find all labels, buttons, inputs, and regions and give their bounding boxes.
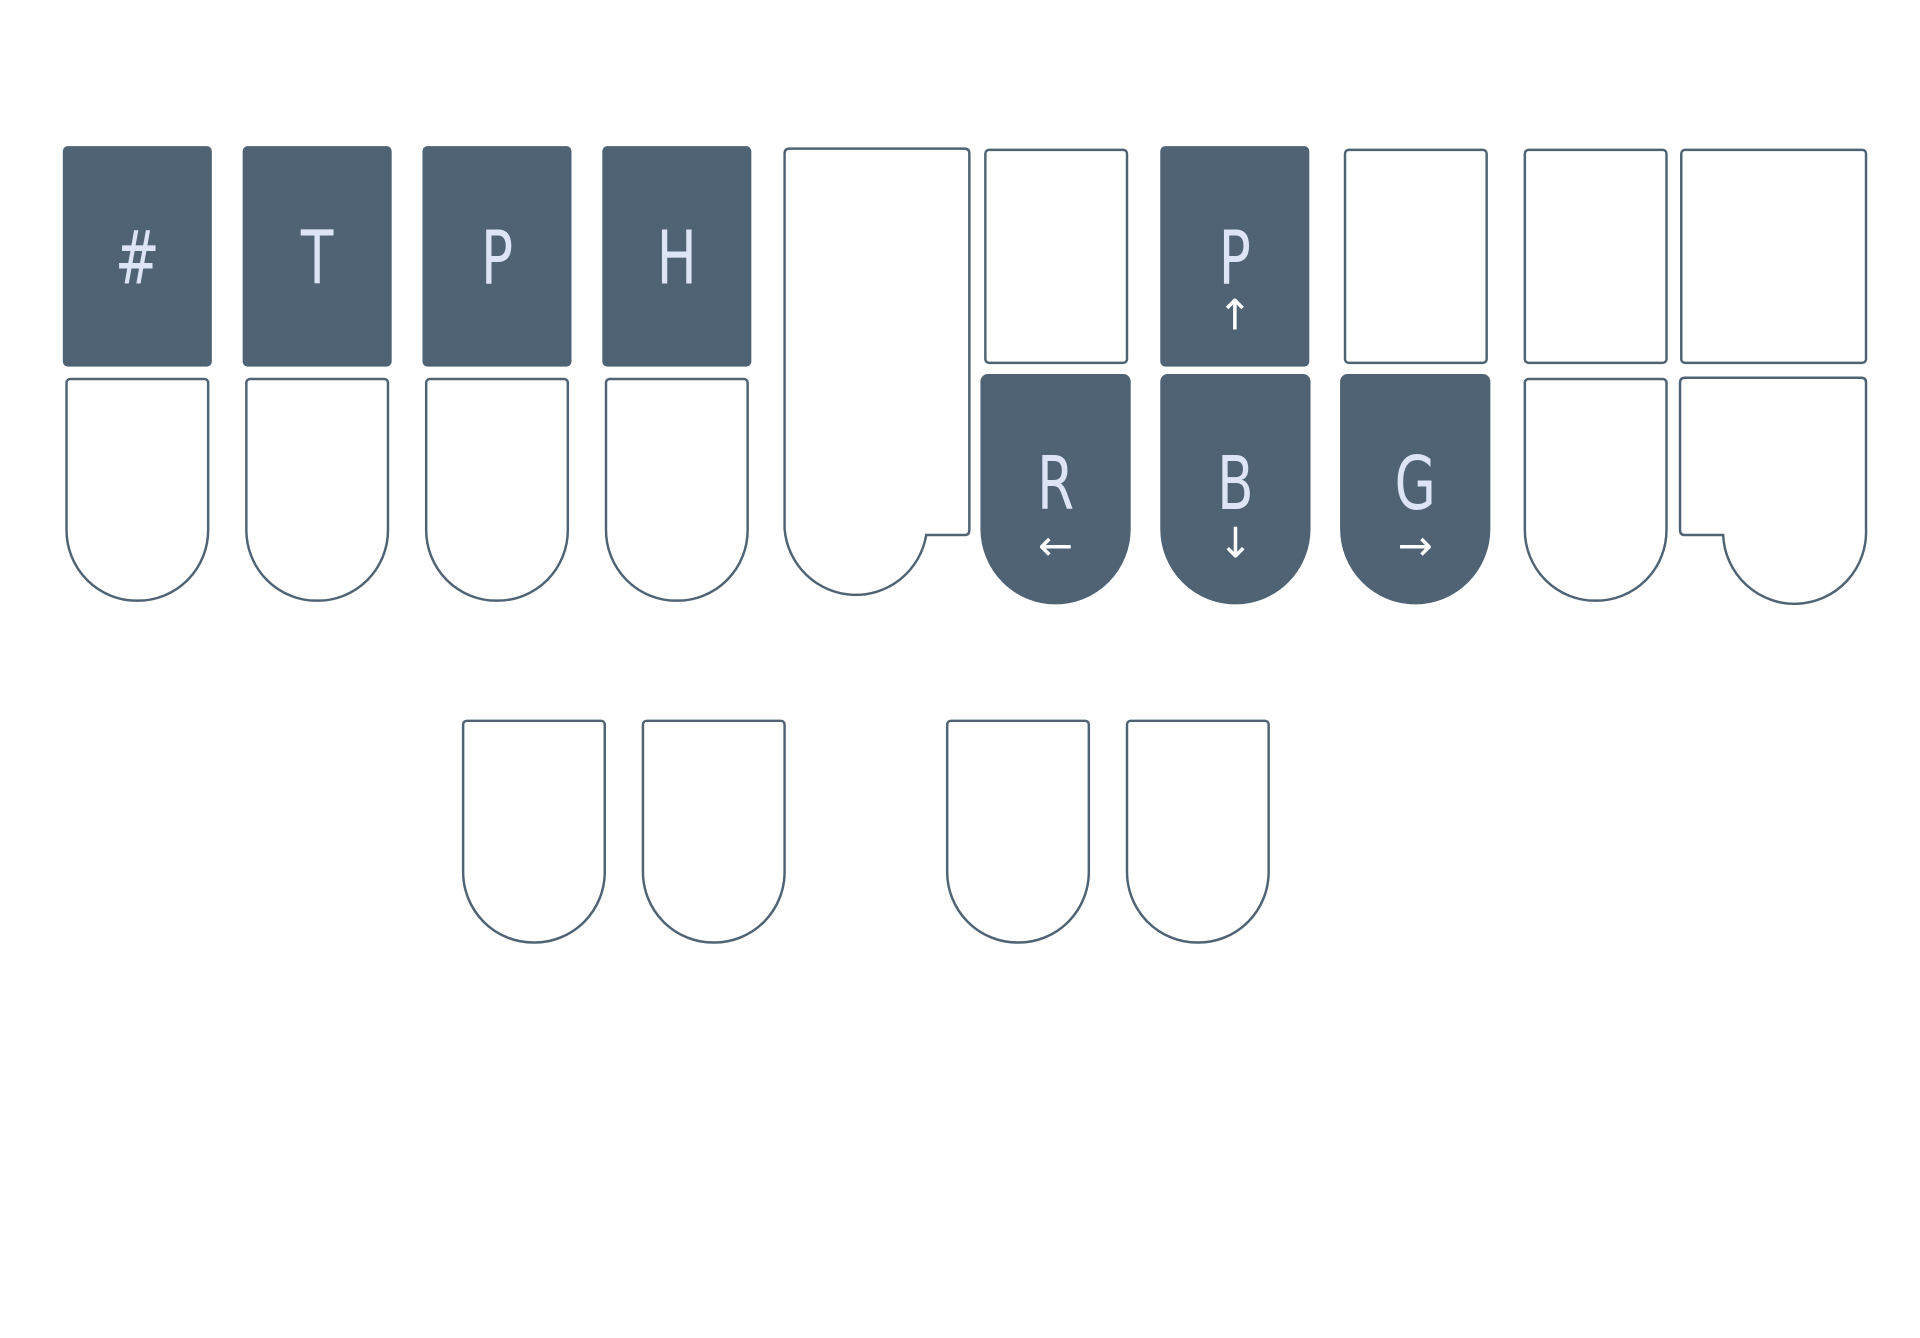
right-arrow-icon: →	[1397, 521, 1433, 571]
key-t[interactable]: T	[242, 146, 392, 367]
key-s-right[interactable]	[1523, 377, 1668, 602]
key-u[interactable]	[1125, 719, 1270, 944]
key-p-left[interactable]: P	[422, 146, 572, 367]
key-s[interactable]	[65, 377, 210, 602]
key-g-label: G	[1394, 440, 1436, 528]
key-p-label: P	[1218, 215, 1251, 303]
down-arrow-icon: ↓	[1217, 518, 1253, 569]
key-number-bar[interactable]: #	[62, 146, 212, 367]
up-arrow-icon: ↑	[1217, 291, 1253, 341]
key-r-left[interactable]	[604, 377, 749, 602]
key-a[interactable]	[461, 719, 606, 944]
key-k[interactable]	[245, 377, 390, 602]
left-arrow-icon: ←	[1038, 521, 1074, 571]
key-f[interactable]	[984, 148, 1129, 365]
key-o[interactable]	[641, 719, 786, 944]
key-d[interactable]	[1680, 148, 1868, 365]
key-b[interactable]: B ↓	[1160, 374, 1311, 605]
key-p[interactable]: P ↑	[1160, 146, 1310, 367]
key-w[interactable]	[424, 377, 570, 602]
key-p-left-label: P	[480, 215, 514, 303]
key-t-right[interactable]	[1523, 148, 1668, 365]
key-z[interactable]	[1673, 372, 1876, 612]
key-number-bar-label: #	[115, 215, 160, 303]
key-h-label: H	[656, 215, 697, 303]
key-l[interactable]	[1343, 148, 1488, 365]
key-star[interactable]	[776, 141, 985, 612]
key-r-label: R	[1037, 440, 1075, 528]
key-b-label: B	[1217, 440, 1254, 528]
key-h[interactable]: H	[602, 146, 752, 367]
key-t-label: T	[300, 215, 334, 303]
key-r[interactable]: R ←	[980, 374, 1131, 605]
key-e[interactable]	[945, 719, 1091, 944]
key-g[interactable]: G →	[1340, 374, 1491, 605]
